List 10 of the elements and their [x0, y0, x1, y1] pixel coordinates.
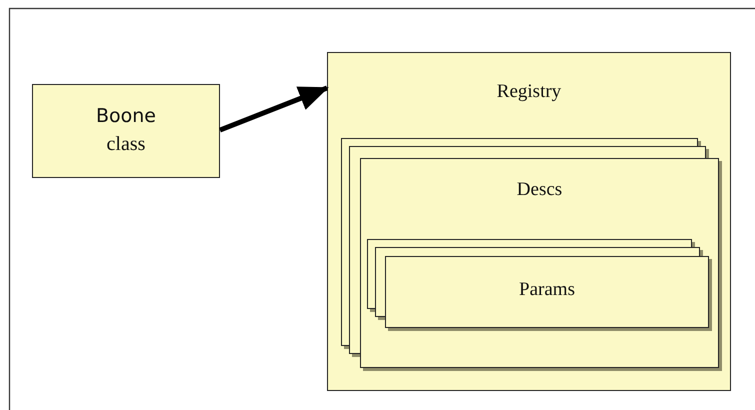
- box-title: Boone: [94, 105, 157, 127]
- box-label: Descs: [516, 179, 564, 201]
- container-box: [327, 52, 731, 391]
- arrow: [219, 86, 329, 132]
- box-subtitle: class: [106, 133, 146, 156]
- container-box: [385, 256, 709, 328]
- container-box: [360, 158, 719, 368]
- box-label: Registry: [496, 81, 562, 103]
- class-box: [32, 84, 220, 178]
- box-label: Params: [518, 279, 576, 301]
